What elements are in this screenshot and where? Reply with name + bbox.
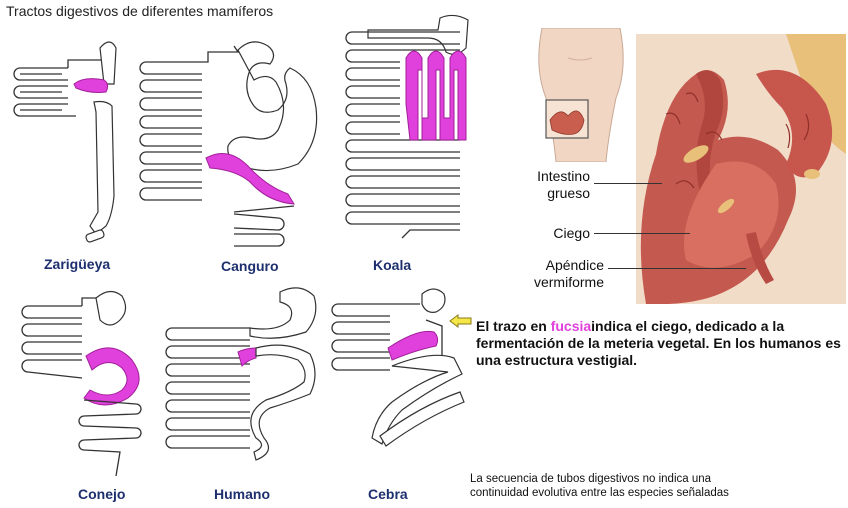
leader-ciego bbox=[594, 233, 690, 234]
label-canguro: Canguro bbox=[221, 258, 279, 274]
opossum-digestive-tract bbox=[13, 41, 117, 243]
label-ciego: Ciego bbox=[553, 225, 590, 241]
caecum-note: El trazo en fucsiaindica el ciego, dedic… bbox=[476, 318, 848, 369]
label-conejo: Conejo bbox=[78, 486, 126, 502]
human-torso-illustration bbox=[538, 28, 624, 162]
zebra-digestive-tract bbox=[331, 288, 465, 447]
koala-digestive-tract bbox=[345, 14, 469, 239]
label-apendice-line1: Apéndice bbox=[545, 257, 604, 273]
arrow-left-icon bbox=[449, 314, 472, 328]
footnote-line1: La secuencia de tubos digestivos no indi… bbox=[470, 473, 712, 485]
human-digestive-tract bbox=[165, 287, 317, 461]
label-apendice-line2: vermiforme bbox=[533, 274, 604, 290]
large-intestine-illustration bbox=[636, 34, 846, 304]
note-highlight: fucsia bbox=[550, 318, 592, 334]
label-koala: Koala bbox=[373, 257, 412, 273]
leader-intestino bbox=[594, 183, 662, 184]
label-intestino-line2: grueso bbox=[547, 185, 590, 201]
label-apendice: Apéndice vermiforme bbox=[512, 257, 604, 291]
label-humano: Humano bbox=[214, 486, 270, 502]
note-text-after: indica el ciego, dedicado a la fermentac… bbox=[476, 318, 841, 368]
leader-apendice bbox=[608, 268, 746, 269]
label-intestino-line1: Intestino bbox=[537, 168, 590, 184]
label-zarigueya: Zarigüeya bbox=[44, 256, 111, 272]
label-cebra: Cebra bbox=[368, 486, 408, 502]
label-intestino-grueso: Intestino grueso bbox=[520, 168, 590, 202]
footnote-line2: continuidad evolutiva entre las especies… bbox=[470, 487, 729, 499]
note-text-before: El trazo en bbox=[476, 318, 547, 334]
diagram-title: Tractos digestivos de diferentes mamífer… bbox=[6, 3, 274, 19]
kangaroo-digestive-tract bbox=[139, 41, 318, 247]
footnote: La secuencia de tubos digestivos no indi… bbox=[470, 472, 729, 500]
rabbit-digestive-tract bbox=[21, 290, 142, 477]
